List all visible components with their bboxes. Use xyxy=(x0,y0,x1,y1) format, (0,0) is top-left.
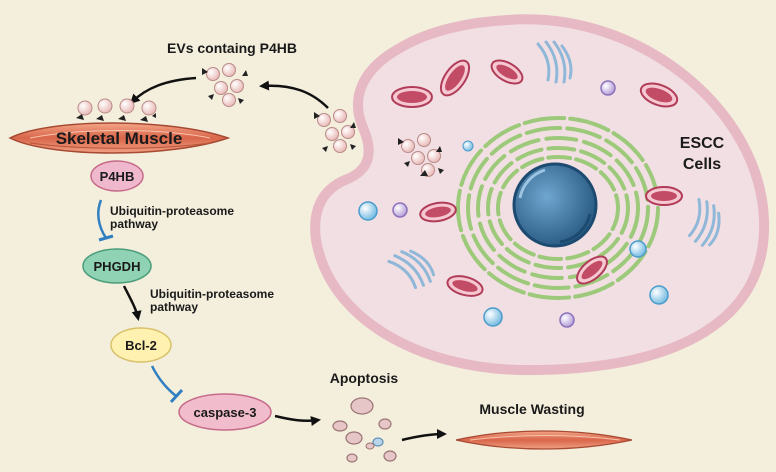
mitochondrion xyxy=(490,59,524,85)
mitochondrion xyxy=(576,255,608,285)
mitochondrion xyxy=(446,275,484,297)
escc-label-line2: Cells xyxy=(683,156,721,173)
mitochondrion xyxy=(439,59,471,97)
mitochondrion xyxy=(419,201,457,223)
escc-cell: ESCC Cells xyxy=(310,14,770,376)
golgi xyxy=(387,249,436,290)
skeletal-muscle: Skeletal Muscle xyxy=(8,98,231,154)
ev-uptake-arrow xyxy=(129,76,197,105)
blue-vesicle xyxy=(462,140,474,152)
mitochondrion xyxy=(639,82,679,108)
apoptosis-label: Apoptosis xyxy=(330,370,399,386)
golgi-apparatus xyxy=(387,40,721,290)
p4hb-label: P4HB xyxy=(100,169,135,184)
purple-vesicle xyxy=(600,80,616,96)
caspase3-label: caspase-3 xyxy=(194,405,257,420)
purple-vesicle xyxy=(392,202,408,218)
phgdh-label: PHGDH xyxy=(94,259,141,274)
arrow-phgdh-bcl2 xyxy=(122,285,142,321)
ev-release-arrow xyxy=(259,80,329,109)
mitochondria xyxy=(391,59,683,297)
pathway1-label-line2: pathway xyxy=(110,217,158,231)
apoptotic-bodies xyxy=(332,397,397,463)
arrow-apoptosis-wasting xyxy=(401,429,447,442)
ev-cluster-exiting xyxy=(314,109,356,153)
blue-vesicle xyxy=(483,307,503,327)
muscle-vesicles xyxy=(76,98,157,122)
wasted-muscle xyxy=(455,430,633,450)
blue-vesicle xyxy=(649,285,669,305)
blue-vesicle xyxy=(629,240,647,258)
golgi xyxy=(688,197,721,247)
mitochondrion xyxy=(645,186,683,206)
bcl2-node: Bcl-2 xyxy=(110,327,172,363)
inhibition-p4hb-phgdh xyxy=(97,199,114,242)
skeletal-muscle-label: Skeletal Muscle xyxy=(56,129,183,148)
ev-cluster-inside xyxy=(398,133,444,177)
blue-vesicle xyxy=(358,201,378,221)
pathway2-label-line1: Ubiquitin-proteasome xyxy=(150,287,274,301)
nucleus xyxy=(512,162,598,248)
caspase3-node: caspase-3 xyxy=(178,393,272,431)
bcl2-label: Bcl-2 xyxy=(125,338,157,353)
endoplasmic-reticulum xyxy=(456,116,660,300)
muscle-wasting-label: Muscle Wasting xyxy=(479,401,584,417)
phgdh-node: PHGDH xyxy=(82,248,152,284)
arrow-caspase3-apoptosis xyxy=(274,414,321,426)
purple-vesicle xyxy=(559,312,575,328)
p4hb-node: P4HB xyxy=(90,160,144,192)
inhibition-bcl2-caspase3 xyxy=(150,365,184,404)
ev-cluster-traveling xyxy=(202,63,248,107)
golgi xyxy=(536,40,573,84)
pathway2-label-line2: pathway xyxy=(150,300,198,314)
pathway1-label-line1: Ubiquitin-proteasome xyxy=(110,204,234,218)
organelle-dots xyxy=(358,80,669,328)
mitochondrion xyxy=(391,86,433,108)
escc-label-line1: ESCC xyxy=(680,135,725,152)
evs-label: EVs containg P4HB xyxy=(167,40,297,56)
